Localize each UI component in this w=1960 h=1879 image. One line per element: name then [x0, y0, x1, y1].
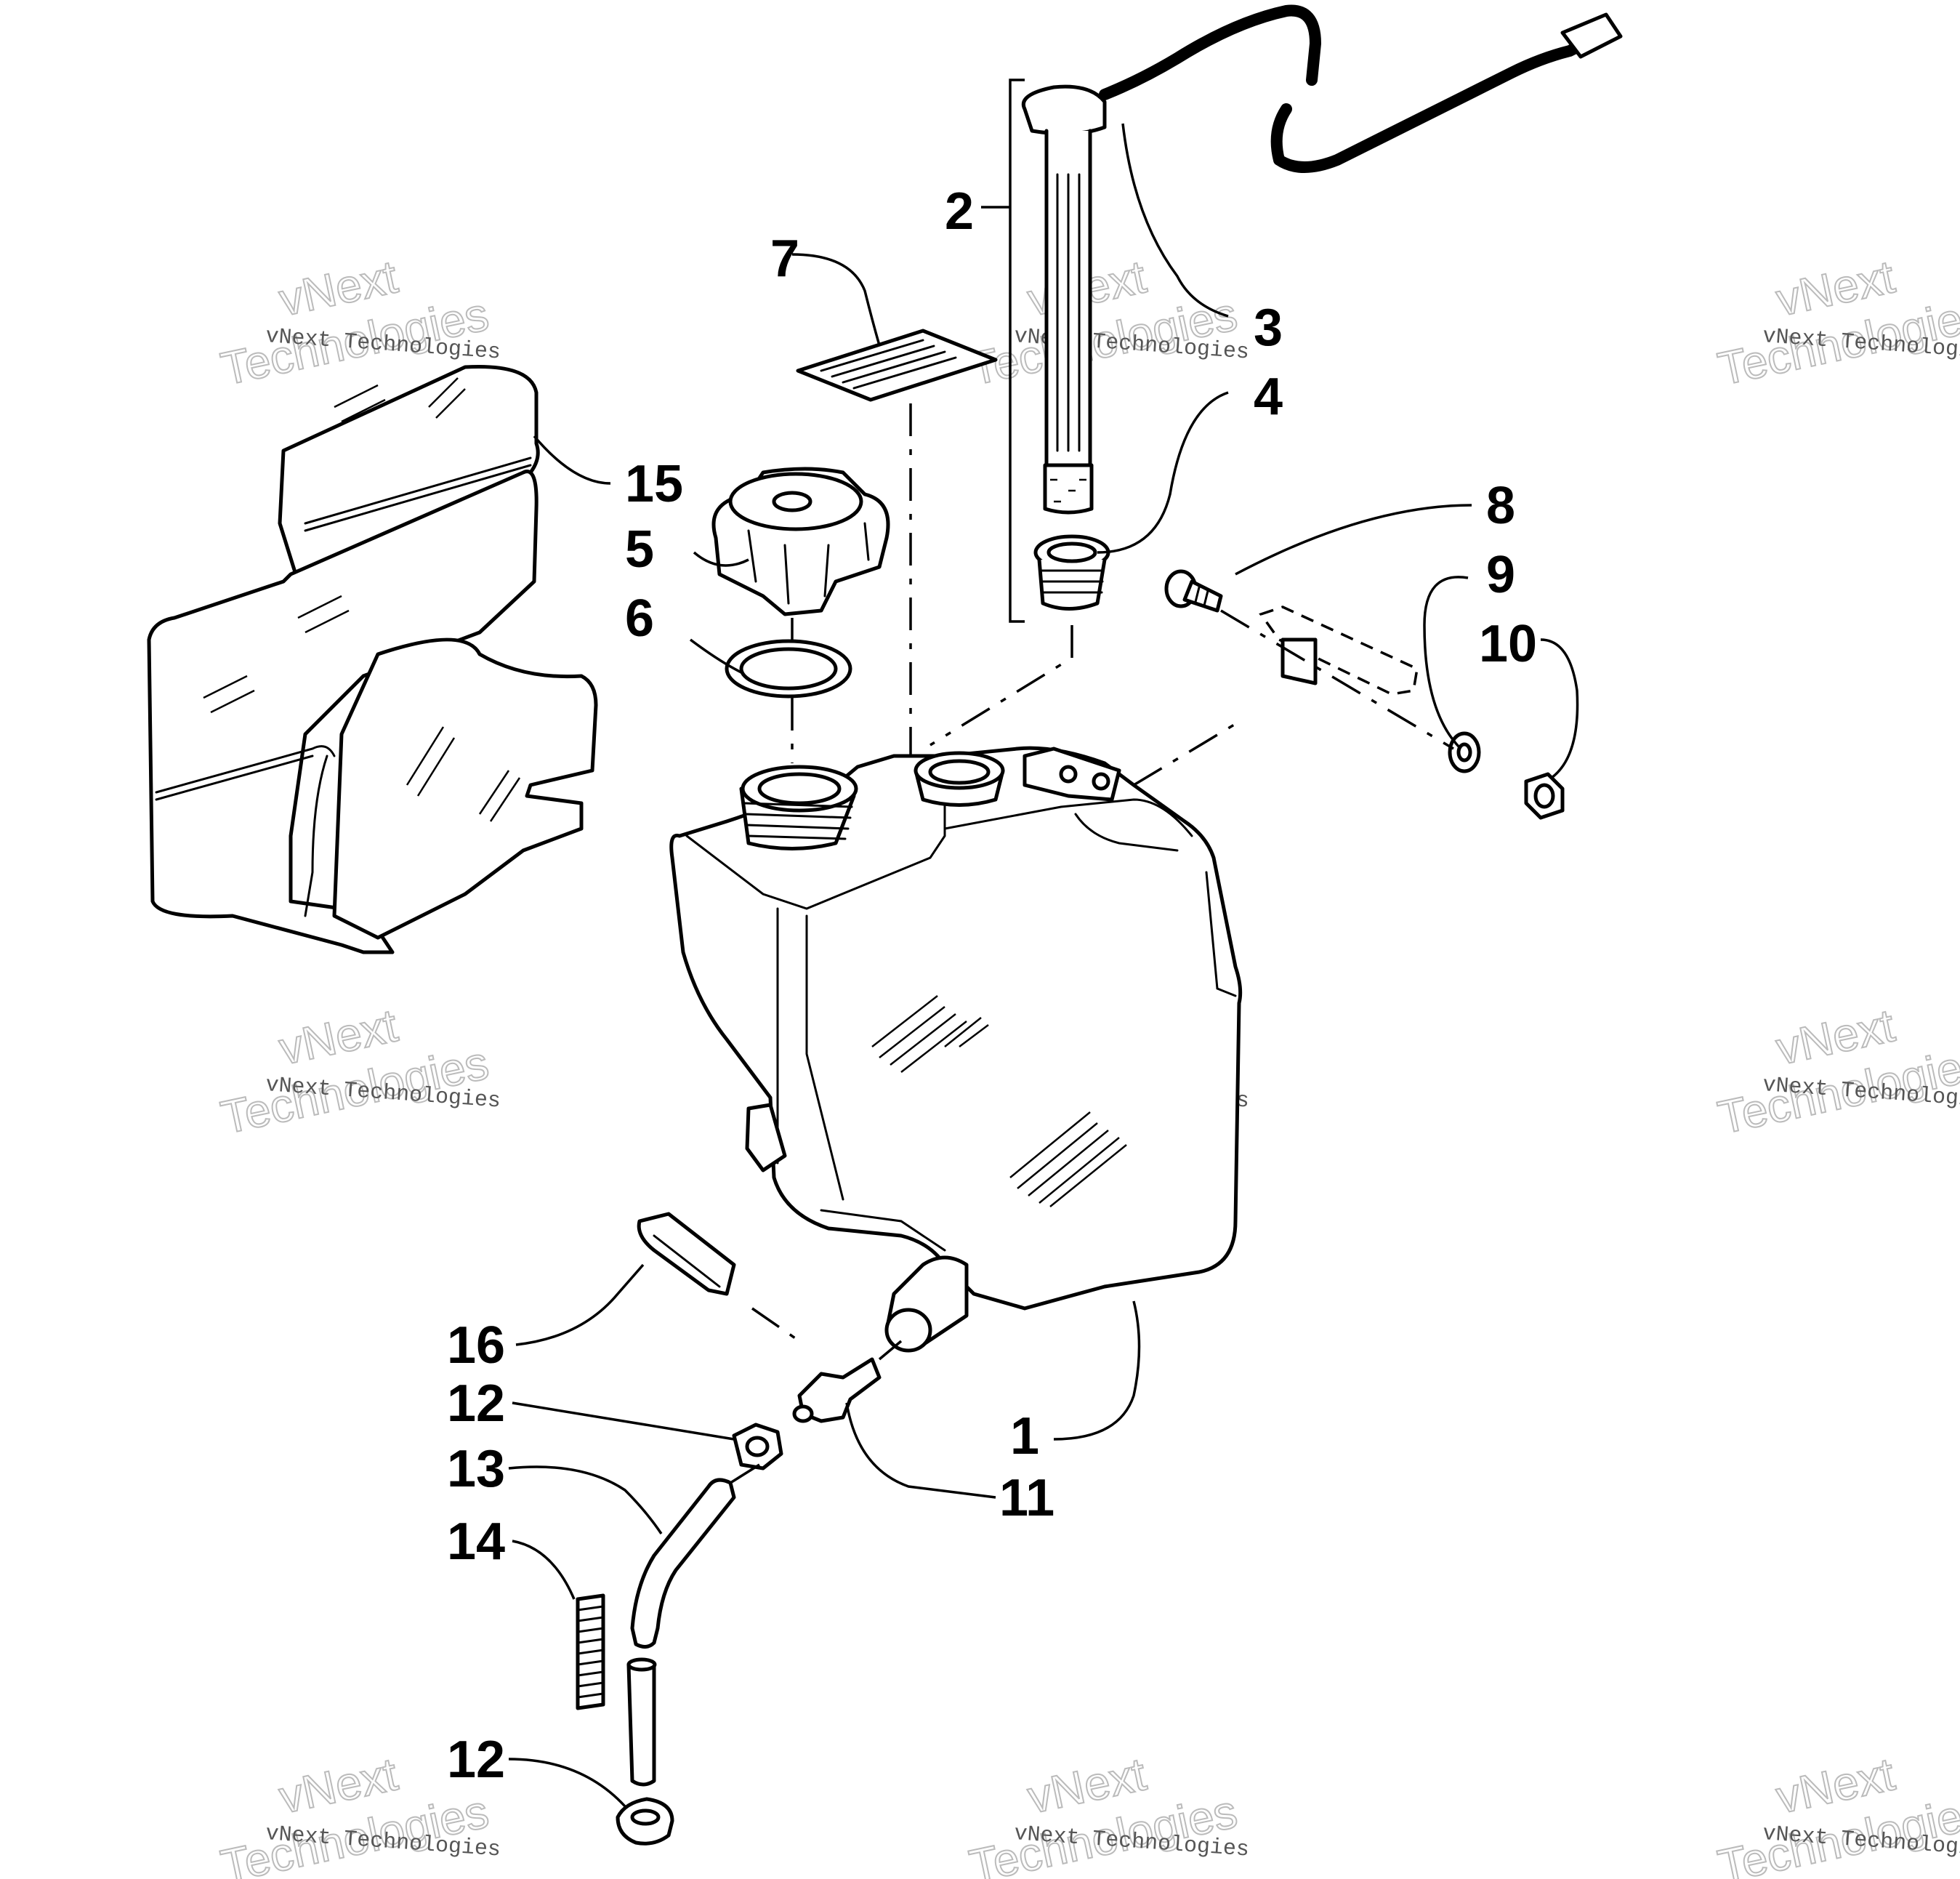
bracket-item-2 — [1009, 79, 1025, 623]
part-10-nut — [1524, 772, 1565, 820]
callout-2: 2 — [945, 182, 974, 241]
callout-16: 16 — [447, 1316, 505, 1375]
callout-3: 3 — [1254, 299, 1283, 357]
callout-8: 8 — [1486, 477, 1515, 535]
part-11-fitting — [792, 1357, 882, 1423]
part-8-bolt — [1164, 569, 1223, 613]
callout-13: 13 — [447, 1440, 505, 1498]
callout-10: 10 — [1479, 615, 1537, 673]
callout-14: 14 — [447, 1513, 505, 1571]
part-6-gasket — [725, 639, 852, 699]
assembly-lines — [730, 403, 1454, 1484]
callout-11: 11 — [999, 1469, 1054, 1527]
callout-12-upper: 12 — [447, 1375, 505, 1433]
part-4-grommet — [1033, 534, 1110, 611]
part-12-clamp-upper — [732, 1423, 783, 1470]
callout-12-lower: 12 — [447, 1731, 505, 1789]
mounting-sleeve-phantom — [1259, 605, 1419, 696]
part-14-spring — [576, 1593, 605, 1710]
part-3-level-sender — [1022, 4, 1623, 515]
part-12-clamp-lower — [616, 1797, 674, 1846]
callout-6: 6 — [625, 590, 654, 648]
part-15-shield — [147, 364, 598, 954]
part-5-filler-cap — [711, 467, 890, 616]
callout-15: 15 — [625, 455, 683, 513]
callout-labels: 1 2 3 4 5 6 7 8 9 10 11 12 12 13 14 15 1… — [447, 182, 1537, 1789]
part-13-hose — [626, 1478, 736, 1787]
part-16-clip — [637, 1212, 736, 1296]
callout-9: 9 — [1486, 546, 1515, 604]
leader-lines — [508, 123, 1579, 1808]
callout-1: 1 — [1010, 1407, 1039, 1465]
callout-4: 4 — [1254, 368, 1283, 426]
part-7-decal — [796, 329, 998, 402]
part-1-oil-tank — [669, 746, 1243, 1353]
callout-7: 7 — [770, 230, 799, 288]
callout-5: 5 — [625, 520, 654, 579]
part-9-washer — [1448, 731, 1481, 773]
